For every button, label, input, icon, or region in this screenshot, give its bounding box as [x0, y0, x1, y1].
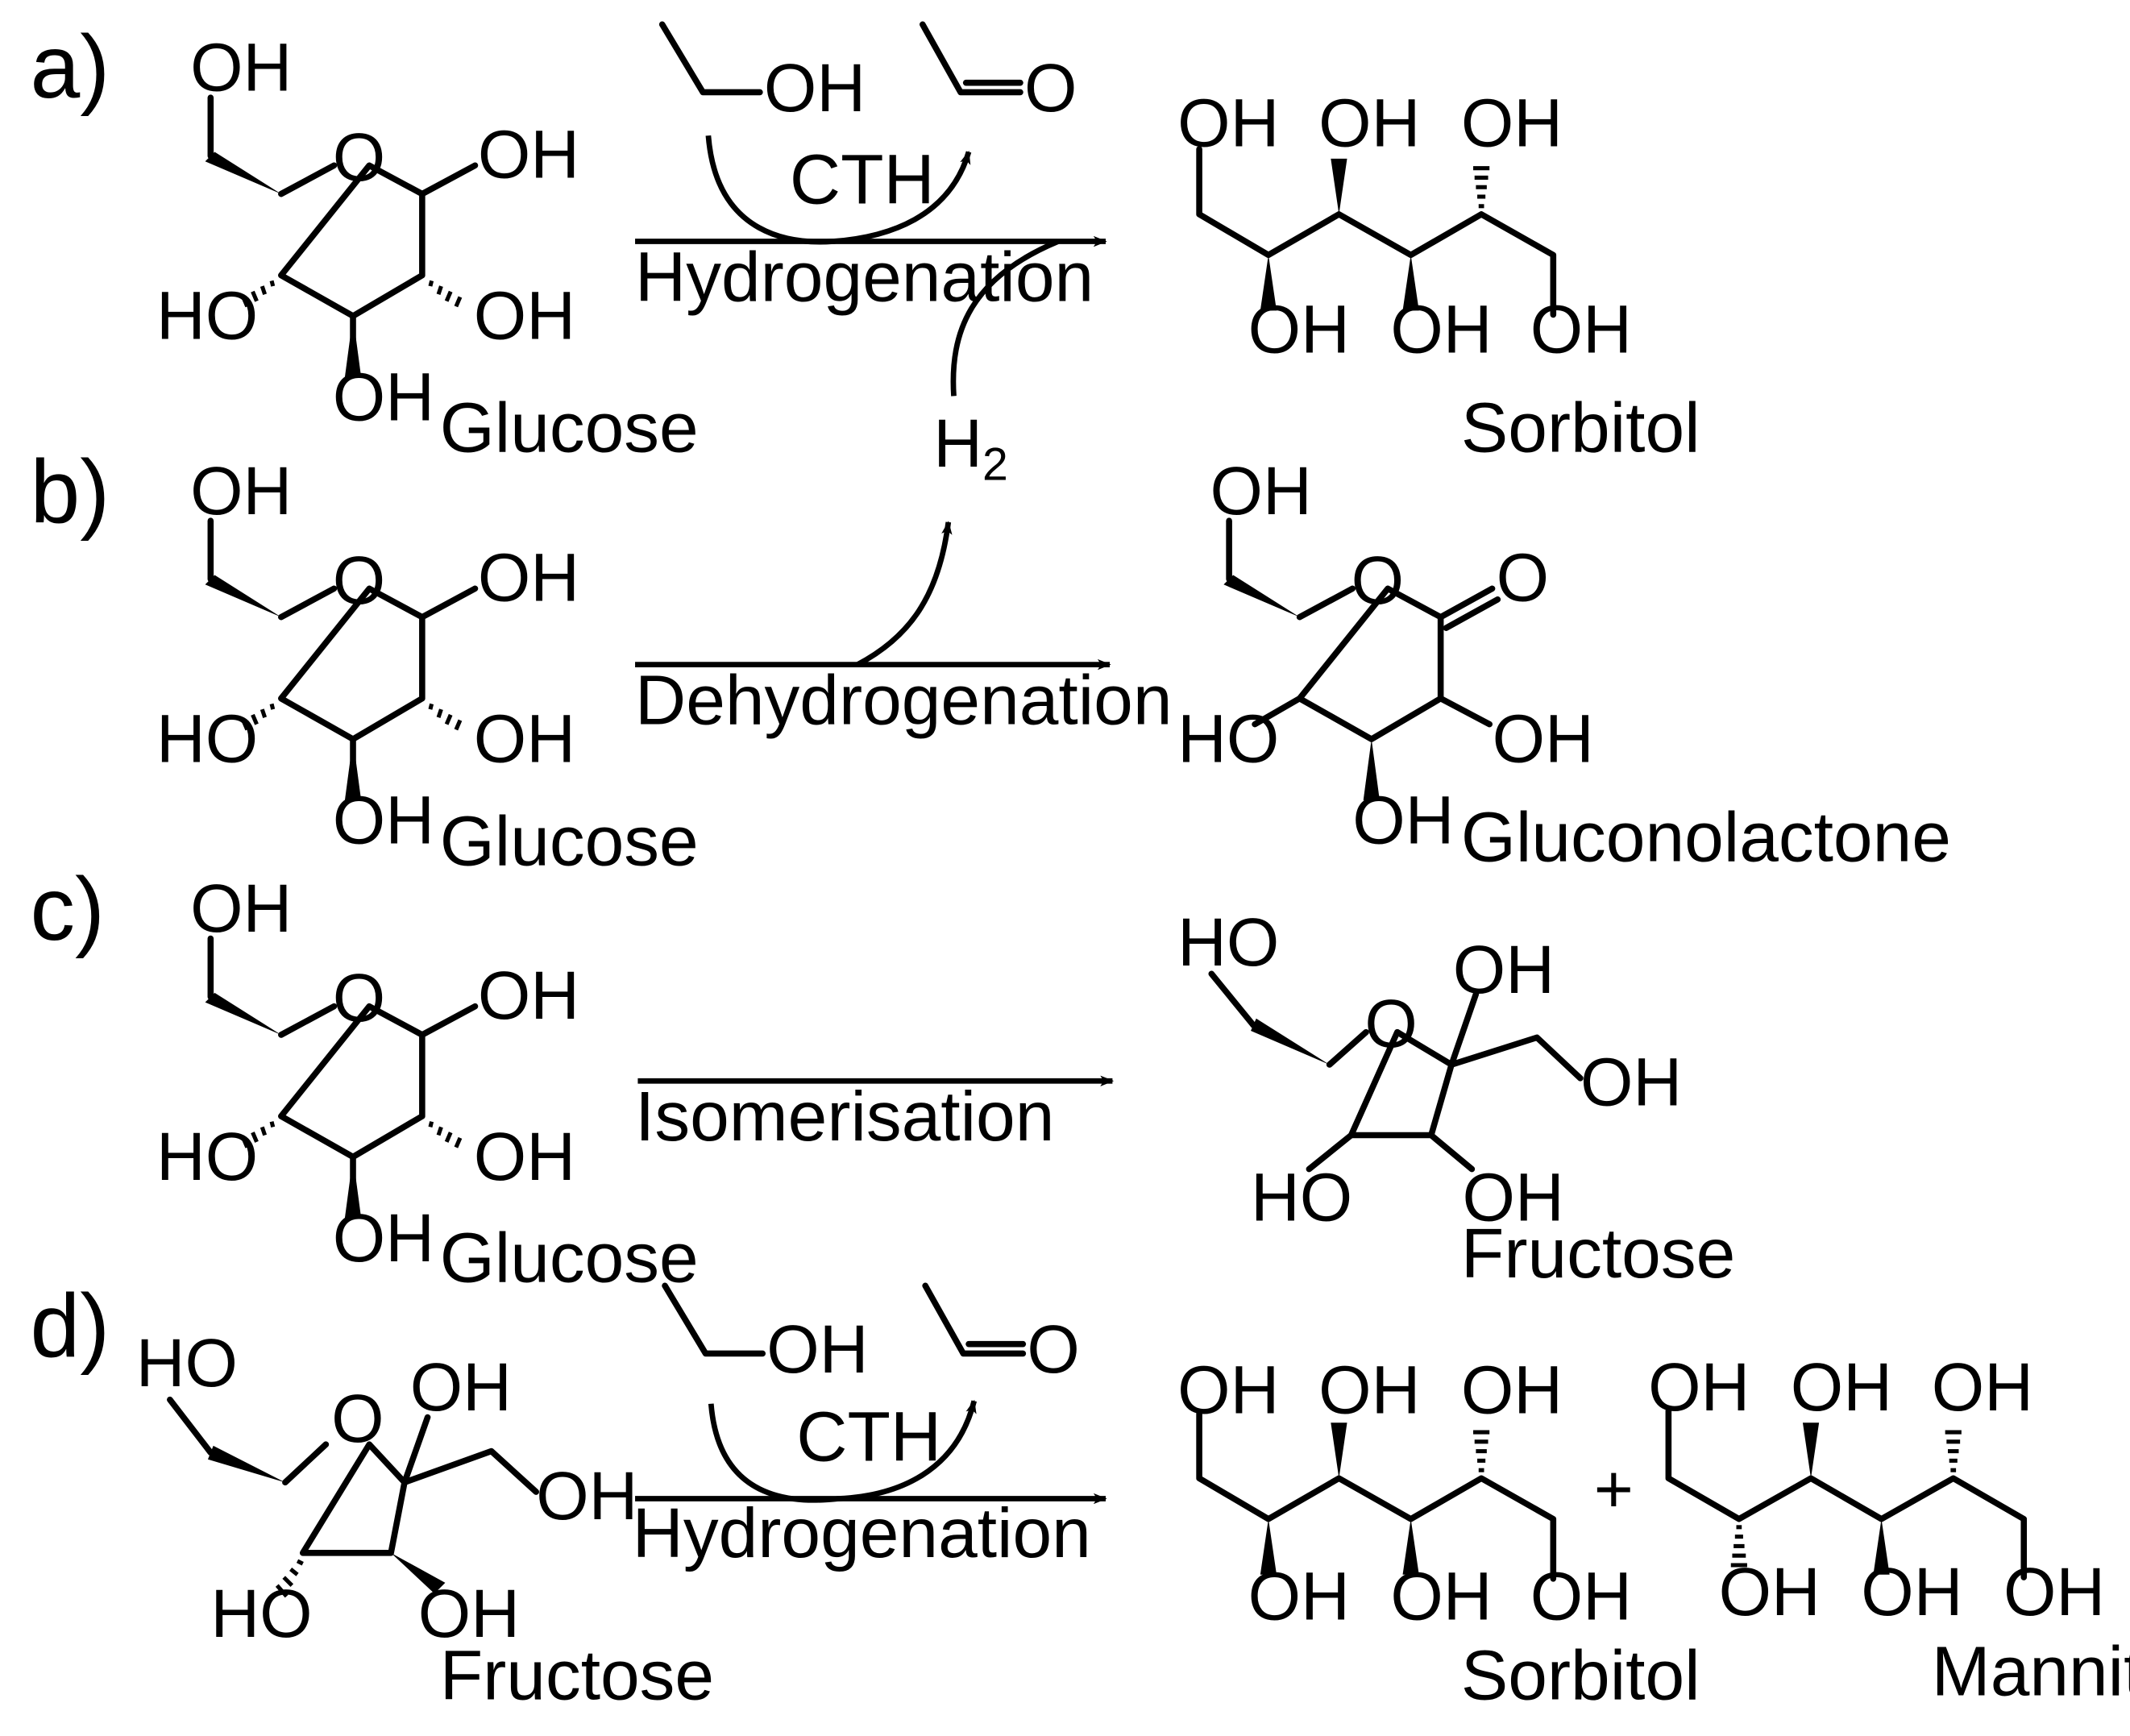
- svg-text:OH: OH: [1453, 932, 1555, 1007]
- glucose-label-a: Glucose: [440, 388, 699, 467]
- mannitol-label-d: Mannitol: [1932, 1632, 2130, 1711]
- acetaldehyde-structure-a: O: [920, 21, 1077, 126]
- acetaldehyde-structure-d: O: [922, 1282, 1080, 1387]
- svg-text:OH: OH: [1861, 1554, 1962, 1630]
- svg-text:OH: OH: [764, 50, 866, 126]
- glucose-structure-b: [156, 453, 579, 858]
- svg-text:OH: OH: [1461, 85, 1563, 161]
- svg-text:OH: OH: [1493, 701, 1594, 777]
- svg-text:OH: OH: [1530, 1558, 1632, 1634]
- sorbitol-structure-a: OH OH OH OH OH OH: [1177, 85, 1632, 368]
- svg-text:HO: HO: [1177, 701, 1279, 777]
- sorbitol-label-a: Sorbitol: [1461, 388, 1700, 467]
- fructose-label-d: Fructose: [440, 1636, 714, 1715]
- svg-text:OH: OH: [2003, 1554, 2105, 1630]
- glucose-label-b: Glucose: [440, 802, 699, 881]
- glucose-structure-a: [156, 30, 579, 435]
- svg-text:OH: OH: [1248, 1558, 1350, 1634]
- mannitol-structure-d: OH OH OH OH OH OH: [1648, 1349, 2105, 1630]
- sorbitol-oh-labels-d: OH OH OH OH OH OH: [1177, 1352, 1632, 1634]
- svg-text:OH: OH: [1463, 1160, 1564, 1236]
- gluconolactone-label-b: Gluconolactone: [1461, 798, 1951, 877]
- svg-text:OH: OH: [1352, 783, 1454, 858]
- panel-label-c: c): [31, 858, 106, 959]
- isomerisation-label-c: Isomerisation: [635, 1077, 1054, 1156]
- svg-text:OH: OH: [1648, 1349, 1750, 1425]
- svg-text:OH: OH: [1932, 1349, 2033, 1425]
- dehydrogenation-label-b: Dehydrogenation: [635, 661, 1172, 740]
- cth-label-a: CTH: [790, 139, 935, 218]
- hydrogenation-label-d: Hydrogenation: [633, 1493, 1091, 1572]
- svg-text:O: O: [1497, 539, 1549, 615]
- svg-text:OH: OH: [1791, 1349, 1892, 1425]
- svg-text:OH: OH: [1390, 1558, 1492, 1634]
- panel-label-a: a): [31, 16, 110, 117]
- h2-label: H2: [933, 405, 1008, 491]
- sorbitol-structure-d: [1199, 1413, 1553, 1578]
- svg-text:O: O: [1024, 50, 1077, 126]
- svg-text:HO: HO: [136, 1325, 238, 1401]
- svg-text:OH: OH: [410, 1349, 512, 1425]
- svg-text:HO: HO: [1177, 904, 1279, 980]
- svg-text:OH: OH: [1530, 292, 1632, 368]
- h2-release-arrow: [856, 521, 953, 667]
- svg-text:OH: OH: [1318, 85, 1420, 161]
- glucose-label-c: Glucose: [440, 1218, 699, 1297]
- svg-text:OH: OH: [1461, 1352, 1563, 1427]
- svg-text:O: O: [1364, 986, 1417, 1061]
- svg-text:O: O: [331, 1381, 384, 1456]
- plus-sign: +: [1594, 1451, 1634, 1526]
- svg-text:OH: OH: [1177, 1352, 1279, 1427]
- svg-text:OH: OH: [1318, 1352, 1420, 1427]
- panel-label-b: b): [31, 441, 110, 542]
- ethanol-structure-a: OH: [658, 21, 866, 126]
- svg-text:OH: OH: [1719, 1554, 1821, 1630]
- glucose-structure-c: [156, 870, 579, 1276]
- cth-label-d: CTH: [796, 1397, 941, 1476]
- sorbitol-label-d: Sorbitol: [1461, 1636, 1700, 1715]
- svg-text:OH: OH: [536, 1458, 637, 1534]
- fructose-structure-d: HO O OH OH HO OH: [136, 1325, 638, 1651]
- panel-label-d: d): [31, 1275, 110, 1376]
- svg-text:HO: HO: [1251, 1160, 1352, 1236]
- svg-text:O: O: [1027, 1311, 1079, 1387]
- svg-text:OH: OH: [1580, 1044, 1682, 1119]
- fructose-label-c: Fructose: [1461, 1214, 1735, 1293]
- h2-feed-arrow: [950, 239, 1060, 397]
- svg-text:HO: HO: [210, 1576, 312, 1651]
- svg-text:OH: OH: [1210, 453, 1312, 529]
- svg-text:OH: OH: [1177, 85, 1279, 161]
- svg-text:OH: OH: [418, 1576, 520, 1651]
- fructose-structure-c: HO O OH OH HO OH: [1177, 904, 1682, 1235]
- hydrogenation-label-a: Hydrogenation: [635, 238, 1094, 317]
- svg-text:O: O: [1351, 542, 1404, 618]
- ethanol-structure-d: OH: [662, 1282, 868, 1387]
- svg-text:OH: OH: [1390, 292, 1492, 368]
- svg-text:OH: OH: [766, 1311, 868, 1387]
- gluconolactone-structure-b: OH O O HO OH OH: [1177, 453, 1594, 858]
- svg-text:OH: OH: [1248, 292, 1350, 368]
